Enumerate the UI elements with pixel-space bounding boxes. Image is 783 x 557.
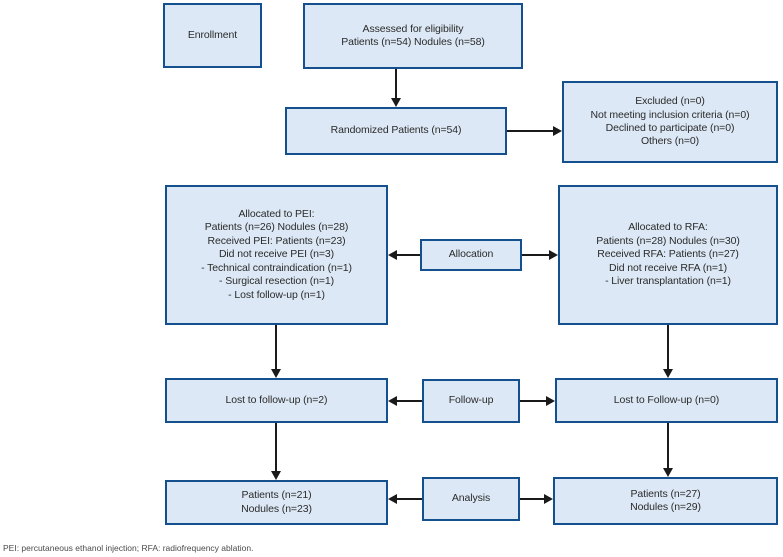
analysis-stage-label-box: Analysis (422, 477, 520, 521)
arrow-pei-to-followup-head (271, 369, 281, 378)
rfa-analysis-line: Patients (n=27) (630, 487, 701, 500)
abbreviations-footnote: PEI: percutaneous ethanol injection; RFA… (3, 543, 254, 553)
arrow-analysis-to-rfa-line (520, 498, 544, 500)
arrow-rfa-followup-to-analysis-head (663, 468, 673, 477)
arrow-allocation-to-pei-head (388, 250, 397, 260)
excluded-line: Others (n=0) (640, 135, 700, 148)
pei-allocated-box: Allocated to PEI: Patients (n=26) Nodule… (165, 185, 388, 325)
arrow-rfa-to-followup-line (667, 325, 669, 369)
rfa-followup-box: Lost to Follow-up (n=0) (555, 378, 778, 423)
arrow-followup-to-pei-head (388, 396, 397, 406)
arrow-rfa-to-followup-head (663, 369, 673, 378)
pei-allocated-line: Patients (n=26) Nodules (n=28) (204, 221, 349, 234)
pei-analysis-box: Patients (n=21) Nodules (n=23) (165, 480, 388, 525)
pei-allocated-line: Did not receive PEI (n=3) (218, 248, 335, 261)
pei-analysis-line: Patients (n=21) (241, 489, 312, 502)
rfa-allocated-box: Allocated to RFA: Patients (n=28) Nodule… (558, 185, 778, 325)
followup-stage-label-box: Follow-up (422, 379, 520, 423)
assessed-line: Assessed for eligibility (362, 22, 464, 35)
arrow-analysis-to-rfa-head (544, 494, 553, 504)
arrow-followup-to-rfa-head (546, 396, 555, 406)
arrow-allocation-to-rfa-head (549, 250, 558, 260)
arrow-randomized-to-excluded-line (507, 130, 553, 132)
pei-allocated-line: - Lost follow-up (n=1) (228, 288, 325, 301)
rfa-allocated-line: Did not receive RFA (n=1) (608, 261, 727, 274)
enrollment-stage-label: Enrollment (187, 28, 238, 41)
arrow-rfa-followup-to-analysis-line (667, 423, 669, 468)
excluded-line: Not meeting inclusion criteria (n=0) (590, 108, 750, 121)
rfa-allocated-line: - Liver transplantation (n=1) (605, 275, 731, 288)
allocation-stage-label-box: Allocation (420, 239, 522, 271)
randomized-box: Randomized Patients (n=54) (285, 107, 507, 155)
analysis-stage-label: Analysis (451, 492, 491, 505)
pei-allocated-line: - Technical contraindication (n=1) (201, 261, 352, 274)
arrow-assessed-to-randomized-head (391, 98, 401, 107)
rfa-analysis-box: Patients (n=27) Nodules (n=29) (553, 477, 778, 525)
followup-stage-label: Follow-up (448, 394, 494, 407)
rfa-allocated-line: Received RFA: Patients (n=27) (597, 248, 739, 261)
pei-analysis-line: Nodules (n=23) (241, 502, 312, 515)
assessed-for-eligibility-box: Assessed for eligibility Patients (n=54)… (303, 3, 523, 69)
enrollment-stage-label-box: Enrollment (163, 3, 262, 68)
rfa-allocated-line: Allocated to RFA: (628, 221, 708, 234)
arrow-randomized-to-excluded-head (553, 126, 562, 136)
excluded-line: Excluded (n=0) (635, 95, 705, 108)
arrow-pei-to-followup-line (275, 325, 277, 369)
arrow-pei-followup-to-analysis-head (271, 471, 281, 480)
arrow-allocation-to-rfa-line (522, 254, 549, 256)
allocation-stage-label: Allocation (448, 248, 494, 261)
arrow-followup-to-pei-line (397, 400, 422, 402)
arrow-allocation-to-pei-line (397, 254, 420, 256)
randomized-line: Randomized Patients (n=54) (330, 124, 462, 137)
pei-allocated-line: - Surgical resection (n=1) (219, 275, 334, 288)
assessed-line: Patients (n=54) Nodules (n=58) (341, 36, 485, 48)
rfa-analysis-line: Nodules (n=29) (630, 501, 701, 513)
excluded-box: Excluded (n=0) Not meeting inclusion cri… (562, 81, 778, 163)
excluded-line: Declined to participate (n=0) (605, 122, 735, 134)
arrow-analysis-to-pei-line (397, 498, 422, 500)
pei-followup-line: Lost to follow-up (n=2) (225, 393, 328, 406)
arrow-assessed-to-randomized-line (395, 69, 397, 99)
pei-followup-box: Lost to follow-up (n=2) (165, 378, 388, 423)
rfa-followup-line: Lost to Follow-up (n=0) (613, 393, 720, 406)
arrow-analysis-to-pei-head (388, 494, 397, 504)
pei-allocated-line: Allocated to PEI: (238, 208, 315, 221)
arrow-followup-to-rfa-line (520, 400, 546, 402)
pei-allocated-line: Received PEI: Patients (n=23) (207, 234, 346, 247)
arrow-pei-followup-to-analysis-line (275, 423, 277, 471)
rfa-allocated-line: Patients (n=28) Nodules (n=30) (596, 234, 740, 247)
